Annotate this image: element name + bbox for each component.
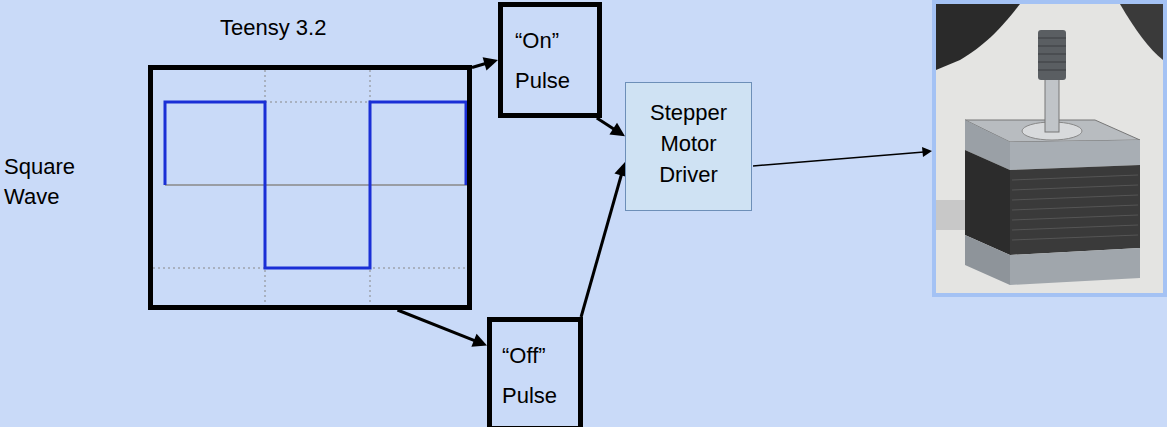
signal-arrow bbox=[397, 310, 487, 347]
box-label: Stepper Motor Driver bbox=[626, 83, 751, 200]
motor-photo bbox=[934, 2, 1165, 295]
pulse-box: “Off” Pulse bbox=[487, 317, 583, 427]
signal-arrow bbox=[581, 162, 628, 317]
box-label: “On” Pulse bbox=[503, 7, 597, 111]
signal-arrow bbox=[472, 57, 498, 70]
pulse-box: “On” Pulse bbox=[498, 2, 602, 118]
signal-label: Square Wave bbox=[4, 152, 94, 212]
microcontroller-box: Teensy 3.2 bbox=[148, 65, 472, 310]
box-title: Teensy 3.2 bbox=[220, 13, 326, 43]
square-wave-plot bbox=[153, 70, 467, 310]
driver-to-motor-arrow bbox=[753, 147, 932, 166]
signal-arrow bbox=[597, 118, 625, 136]
driver-box: Stepper Motor Driver bbox=[625, 82, 752, 211]
box-label: “Off” Pulse bbox=[492, 322, 578, 424]
